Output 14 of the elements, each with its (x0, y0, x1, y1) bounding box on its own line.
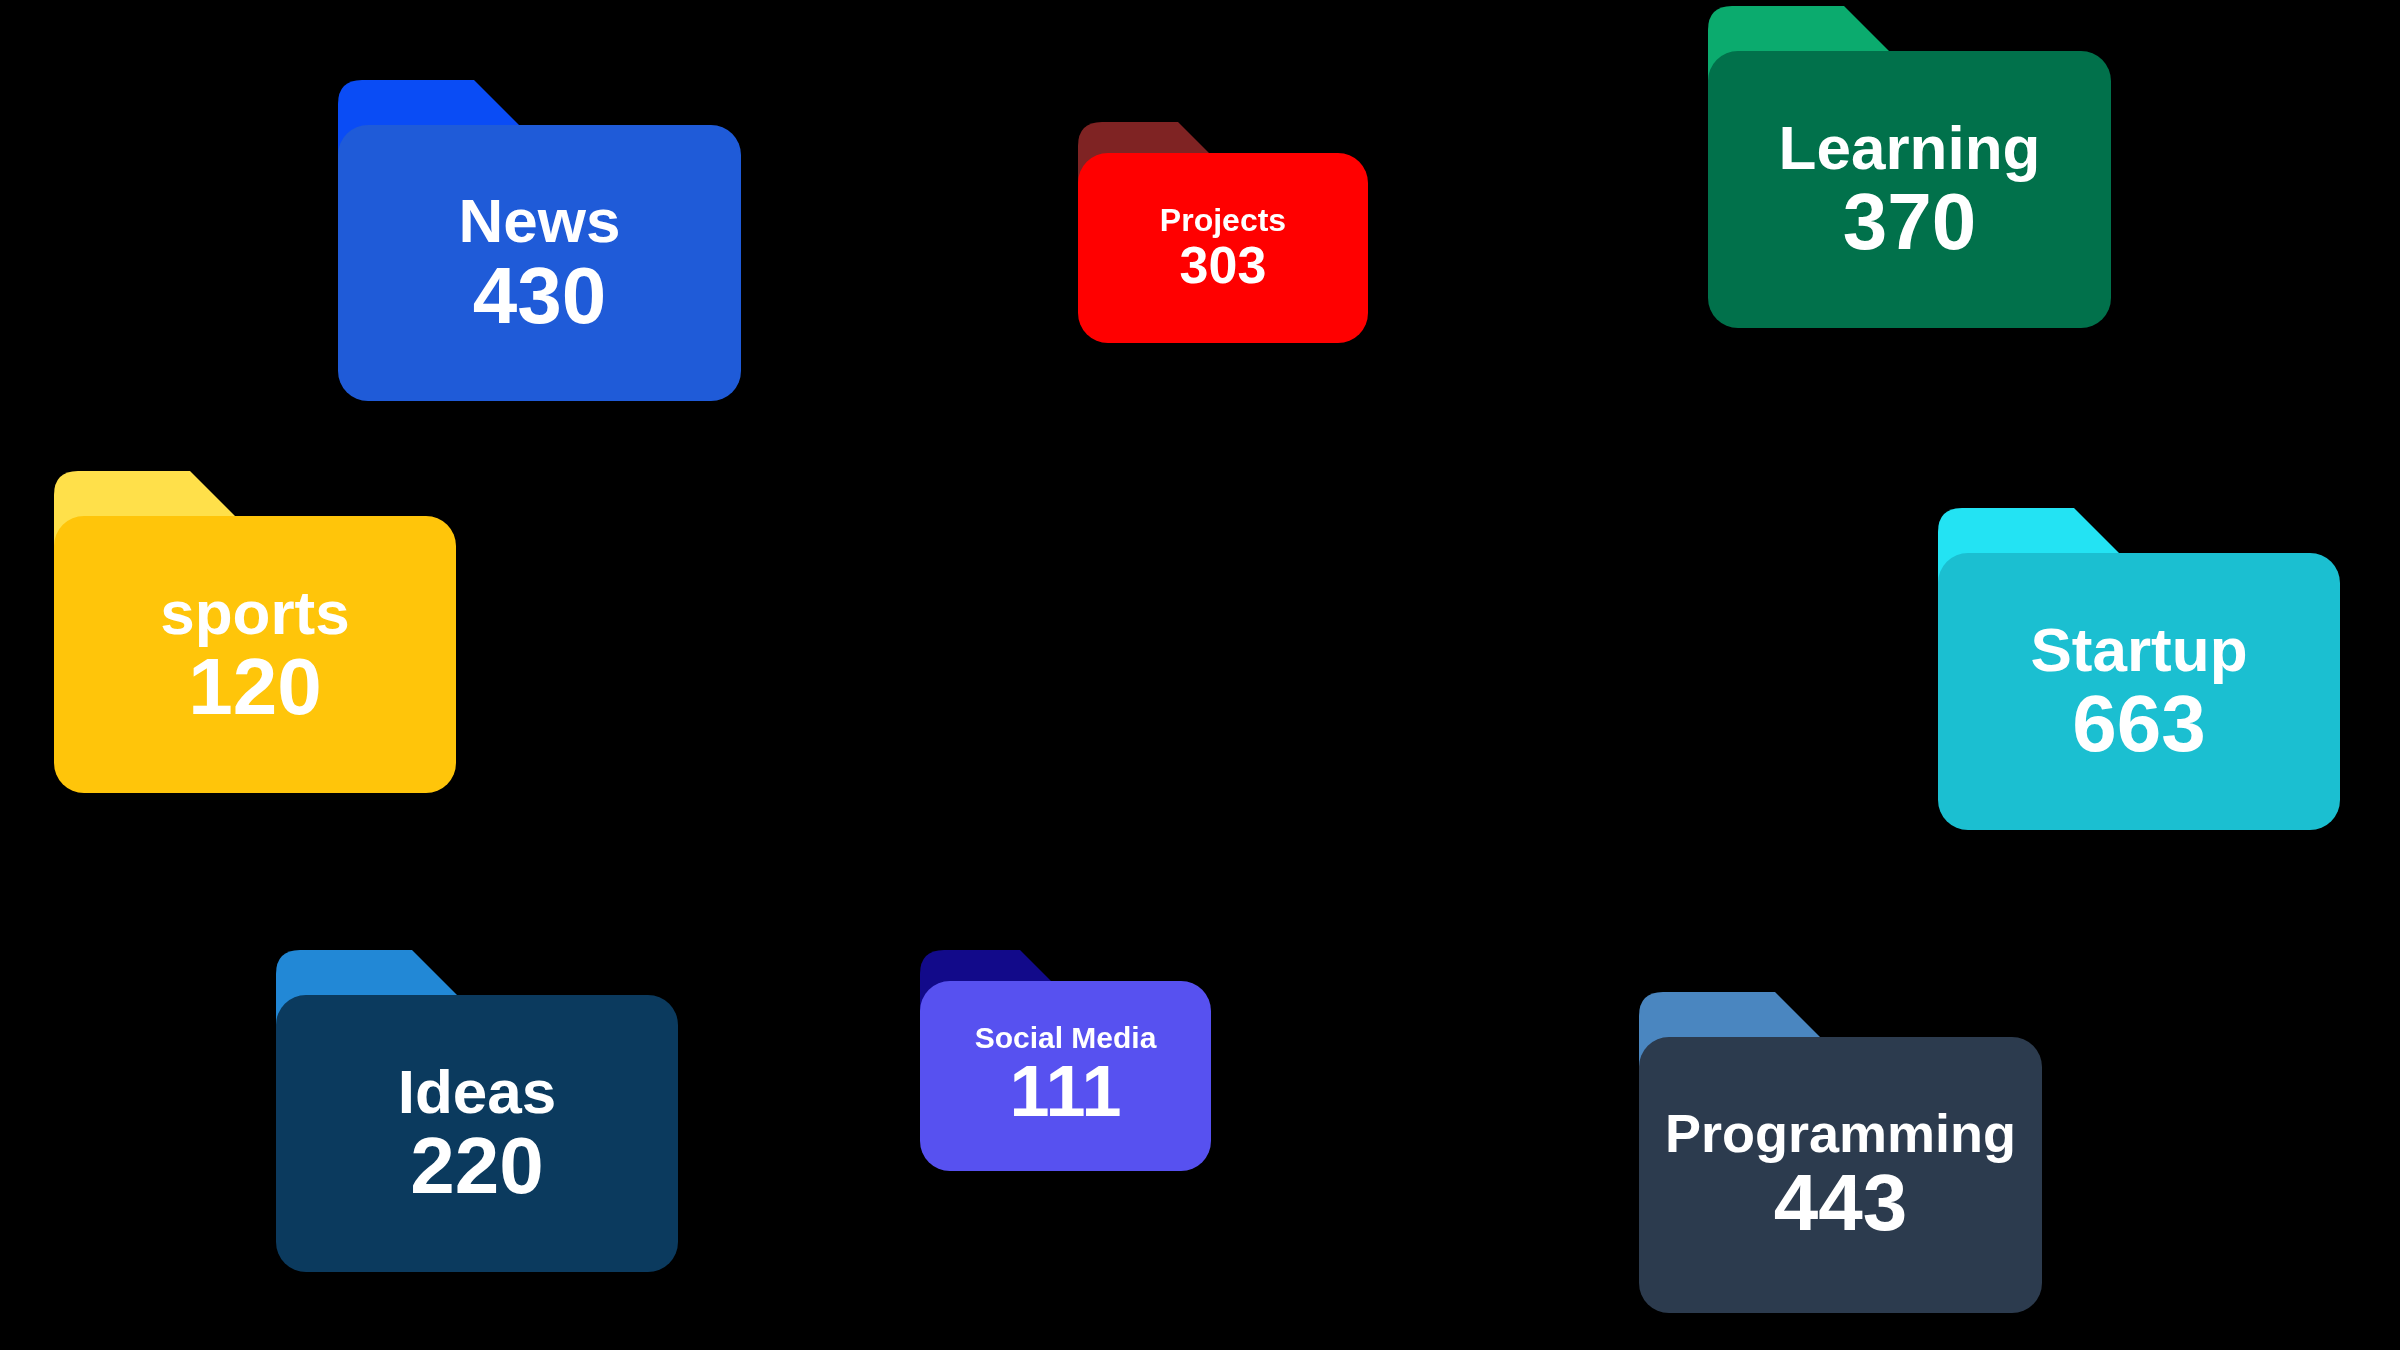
folder-name: sports (160, 579, 350, 646)
item-count: 111 (1009, 1053, 1122, 1130)
item-count: 430 (472, 253, 607, 338)
folder-name: Programming (1664, 1104, 2017, 1162)
folder-name: News (458, 188, 621, 254)
item-count: 220 (410, 1124, 544, 1209)
item-count: 303 (1179, 237, 1267, 293)
item-count: 370 (1842, 180, 1977, 265)
folder-name: Ideas (397, 1058, 557, 1125)
folder-name: Social Media (974, 1022, 1157, 1054)
folder-name: Startup (2030, 616, 2248, 683)
folder-name: Learning (1778, 114, 2041, 181)
item-count: 663 (2072, 682, 2206, 767)
folder-name: Projects (1159, 203, 1287, 238)
